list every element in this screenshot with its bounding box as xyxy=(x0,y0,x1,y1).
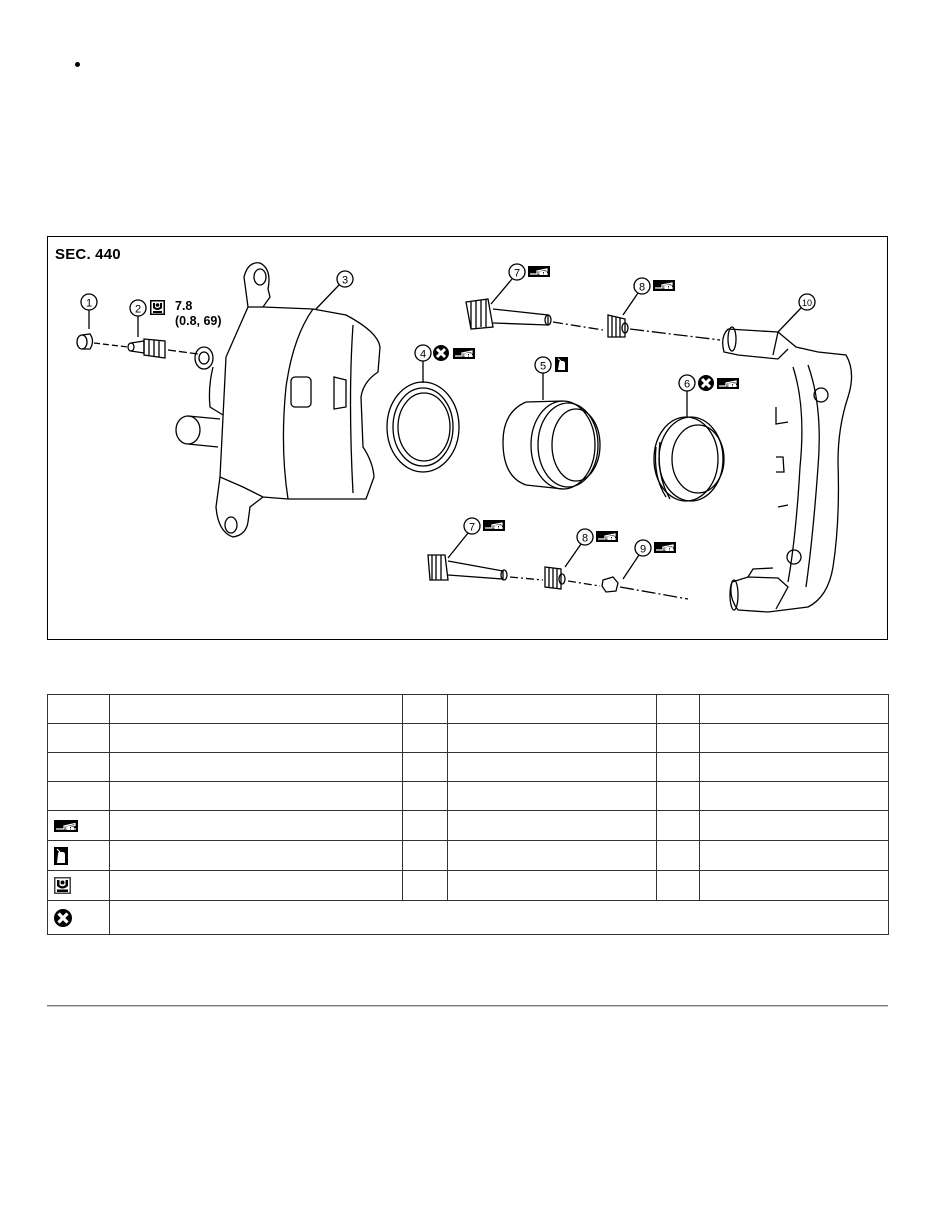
caliper-illustration: 1 2 3 4 5 xyxy=(76,262,853,613)
table-row xyxy=(47,810,889,841)
torque-spec: 7.8 (0.8, 69) xyxy=(175,299,222,329)
table-cell xyxy=(699,810,889,841)
torque-icon xyxy=(54,877,71,894)
table-cell xyxy=(656,781,701,811)
callout-6: 6 xyxy=(678,373,740,417)
table-cell xyxy=(446,870,658,901)
callout-1: 1 xyxy=(80,293,98,329)
callout-3: 3 xyxy=(315,270,354,310)
table-cell xyxy=(656,752,701,782)
table-row xyxy=(47,781,889,811)
svg-text:5: 5 xyxy=(540,361,546,373)
callout-5: 5 xyxy=(534,356,569,400)
table-cell xyxy=(401,781,448,811)
callout-9: 9 xyxy=(622,539,677,580)
table-cell xyxy=(47,781,110,811)
table-cell xyxy=(656,723,701,753)
table-cell xyxy=(699,723,889,753)
table-cell xyxy=(656,810,701,841)
horizontal-divider xyxy=(47,1005,888,1007)
legend-symbol-cell xyxy=(47,870,110,901)
table-cell xyxy=(446,781,658,811)
grease-icon xyxy=(54,819,78,832)
table-cell xyxy=(401,810,448,841)
table-row xyxy=(47,752,889,782)
table-row xyxy=(47,840,889,871)
section-label: SEC. 440 xyxy=(55,246,121,263)
table-cell xyxy=(108,752,403,782)
svg-text:8: 8 xyxy=(639,282,645,294)
svg-text:9: 9 xyxy=(640,544,646,556)
callout-8-top: 8 xyxy=(622,277,676,316)
legend-symbol-cell xyxy=(47,840,110,871)
table-cell xyxy=(47,752,110,782)
table-cell xyxy=(656,870,701,901)
legend-symbol-cell xyxy=(47,900,110,935)
table-cell xyxy=(108,694,403,724)
torque-value: 7.8 xyxy=(175,299,193,313)
callout-2: 2 xyxy=(129,299,165,337)
list-bullet xyxy=(75,62,80,67)
brake-fluid-icon xyxy=(54,846,68,865)
table-cell xyxy=(47,694,110,724)
svg-text:1: 1 xyxy=(86,298,92,310)
table-cell xyxy=(108,900,890,935)
legend-table xyxy=(47,694,890,935)
svg-text:8: 8 xyxy=(582,533,588,545)
callout-10: 10 xyxy=(777,293,816,333)
table-cell xyxy=(656,840,701,871)
callout-8-bottom: 8 xyxy=(564,528,619,568)
table-row xyxy=(47,900,890,935)
table-row xyxy=(47,694,889,724)
table-cell xyxy=(401,870,448,901)
svg-text:6: 6 xyxy=(684,379,690,391)
table-cell xyxy=(656,694,701,724)
callout-7-top: 7 xyxy=(490,263,551,305)
table-cell xyxy=(401,694,448,724)
table-cell xyxy=(108,840,403,871)
svg-text:7: 7 xyxy=(514,268,520,280)
table-cell xyxy=(446,723,658,753)
table-row xyxy=(47,870,889,901)
callout-7-bottom: 7 xyxy=(447,517,506,559)
table-cell xyxy=(699,694,889,724)
table-cell xyxy=(446,840,658,871)
table-row xyxy=(47,723,889,753)
table-cell xyxy=(401,840,448,871)
svg-text:7: 7 xyxy=(469,522,475,534)
table-cell xyxy=(108,781,403,811)
table-cell xyxy=(446,810,658,841)
svg-text:4: 4 xyxy=(420,349,426,361)
svg-text:3: 3 xyxy=(342,275,348,287)
table-cell xyxy=(699,781,889,811)
table-cell xyxy=(108,810,403,841)
table-cell xyxy=(699,870,889,901)
table-cell xyxy=(108,870,403,901)
callout-4: 4 xyxy=(414,343,476,383)
svg-text:10: 10 xyxy=(802,298,812,308)
table-cell xyxy=(446,694,658,724)
svg-text:2: 2 xyxy=(135,304,141,316)
torque-alt-units: (0.8, 69) xyxy=(175,314,222,328)
table-cell xyxy=(401,723,448,753)
legend-symbol-cell xyxy=(47,810,110,841)
table-cell xyxy=(699,840,889,871)
table-cell xyxy=(446,752,658,782)
do-not-reuse-icon xyxy=(54,908,72,927)
table-cell xyxy=(699,752,889,782)
table-cell xyxy=(47,723,110,753)
table-cell xyxy=(108,723,403,753)
table-cell xyxy=(401,752,448,782)
exploded-view-diagram: SEC. 440 xyxy=(47,236,888,640)
